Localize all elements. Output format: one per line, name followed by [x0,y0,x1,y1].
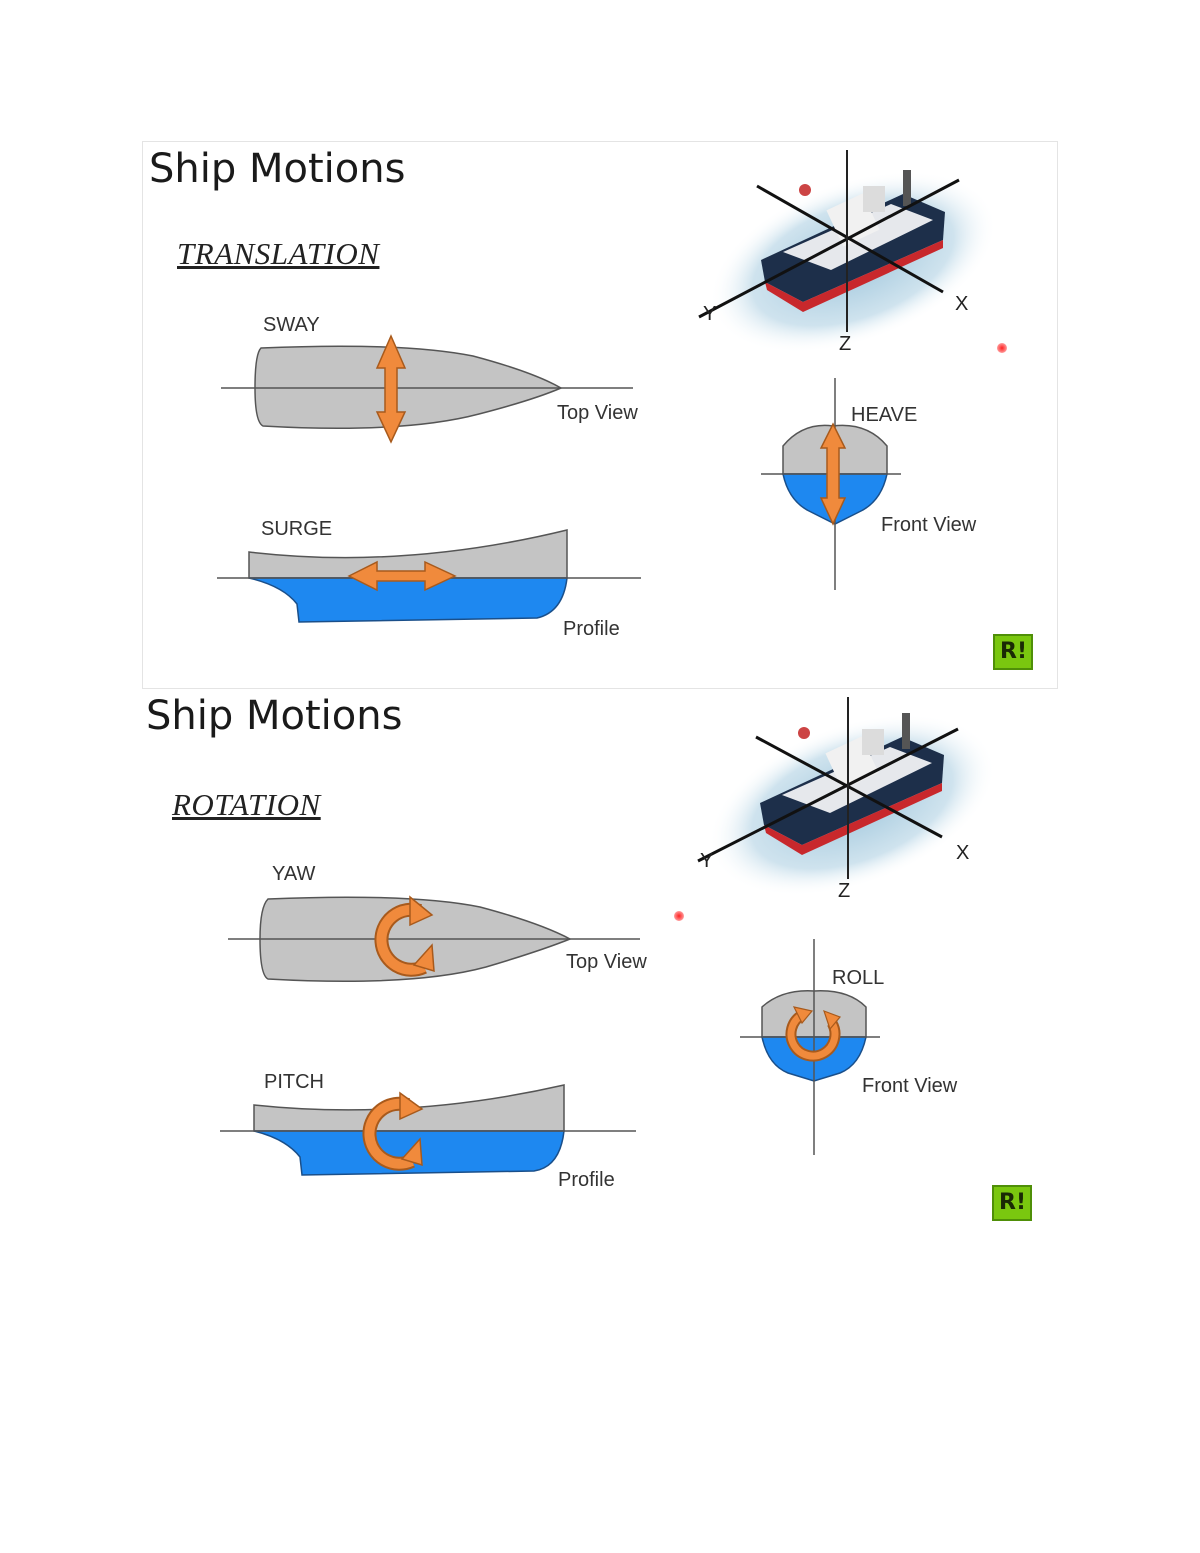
motion-label-yaw: YAW [272,863,316,885]
motion-label-surge: SURGE [261,518,333,540]
rotation-arrow-icon [374,895,435,977]
motion-label-sway: SWAY [263,314,320,336]
ship-axes-illustration: Y X Z [698,150,997,355]
motion-label-pitch: PITCH [264,1071,324,1093]
slide-rotation: Y X Z [142,689,1058,1237]
view-label-top: Top View [566,951,647,973]
diagram-canvas: Y X Z [217,150,997,623]
double-arrow-vertical-icon [375,334,407,444]
axis-y-label: Y [703,303,716,325]
view-label-front: Front View [862,1075,958,1097]
rotation-arrow-icon [785,1006,842,1062]
axis-y-label: Y [700,850,713,872]
double-arrow-vertical-icon [819,422,847,526]
pitch-profile-diagram [220,1084,636,1176]
slide-title: Ship Motions [149,146,406,192]
heave-front-view-diagram [761,378,901,590]
view-label-front: Front View [881,514,977,536]
yaw-top-view-diagram [228,895,640,983]
surge-profile-diagram [217,529,641,623]
slide-translation: Y X Z [142,141,1058,689]
rotation-arrow-icon [362,1091,424,1171]
double-arrow-horizontal-icon [347,560,457,592]
sway-top-view-diagram [221,334,633,444]
axis-x-label: X [956,842,969,864]
roll-front-view-diagram [740,939,880,1155]
motion-label-roll: ROLL [832,967,885,989]
logo-badge: R! [992,1185,1032,1221]
laser-pointer-dot [997,343,1007,353]
axis-x-label: X [955,293,968,315]
view-label-top: Top View [557,402,638,424]
ship-axes-illustration: Y X Z [697,697,996,902]
laser-pointer-dot [674,911,684,921]
motion-label-heave: HEAVE [851,404,918,426]
view-label-profile: Profile [563,618,620,640]
slide-title: Ship Motions [146,693,403,739]
diagram-canvas: Y X Z [220,697,996,1176]
axis-z-label: Z [838,880,850,902]
axis-z-label: Z [839,333,851,355]
logo-badge: R! [993,634,1033,670]
section-heading: ROTATION [172,787,321,822]
section-heading: TRANSLATION [177,236,380,271]
view-label-profile: Profile [558,1169,615,1191]
